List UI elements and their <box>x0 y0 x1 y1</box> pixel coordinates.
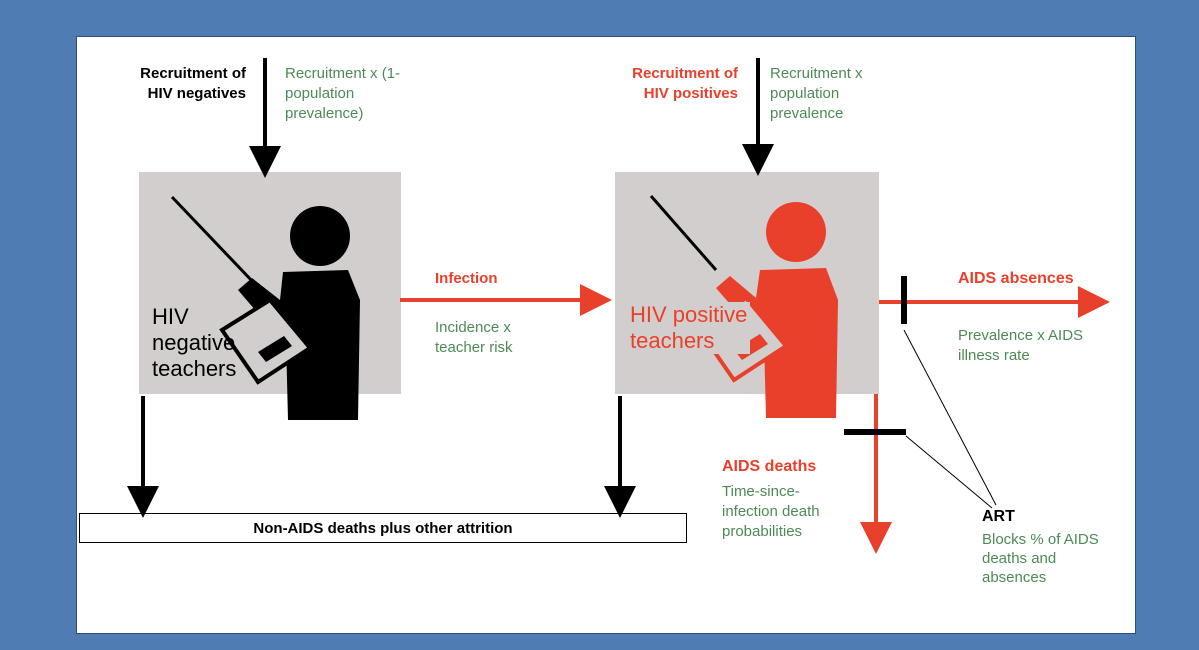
attrition-box <box>79 513 687 543</box>
art-pointer-2 <box>905 435 993 509</box>
art-formula: Blocks % of AIDS deaths and absences <box>982 531 1099 586</box>
teacher-negative-icon <box>170 195 360 420</box>
deaths-title: AIDS deaths <box>722 458 817 475</box>
hiv-negative-label: HIV negative teachers <box>152 304 237 381</box>
recruit-neg-title: Recruitment of HIV negatives <box>140 65 246 102</box>
recruit-pos-formula: Recruitment x population prevalence <box>770 65 863 122</box>
recruit-neg-formula: Recruitment x (1-population prevalence) <box>285 65 401 122</box>
attrition-label: Non-AIDS deaths plus other attrition <box>253 520 513 537</box>
art-pointer-1 <box>903 329 997 506</box>
hiv-positive-label: HIV positive teachers <box>630 302 750 354</box>
infection-formula: Incidence x teacher risk <box>435 319 513 356</box>
art-title: ART <box>982 508 1015 525</box>
absences-formula: Prevalence x AIDS illness rate <box>958 327 1084 364</box>
deaths-formula: Time-since-infection death probabilities <box>722 483 820 540</box>
infection-title: Infection <box>435 270 498 287</box>
absences-title: AIDS absences <box>958 270 1074 287</box>
recruit-pos-title: Recruitment of HIV positives <box>632 65 738 102</box>
